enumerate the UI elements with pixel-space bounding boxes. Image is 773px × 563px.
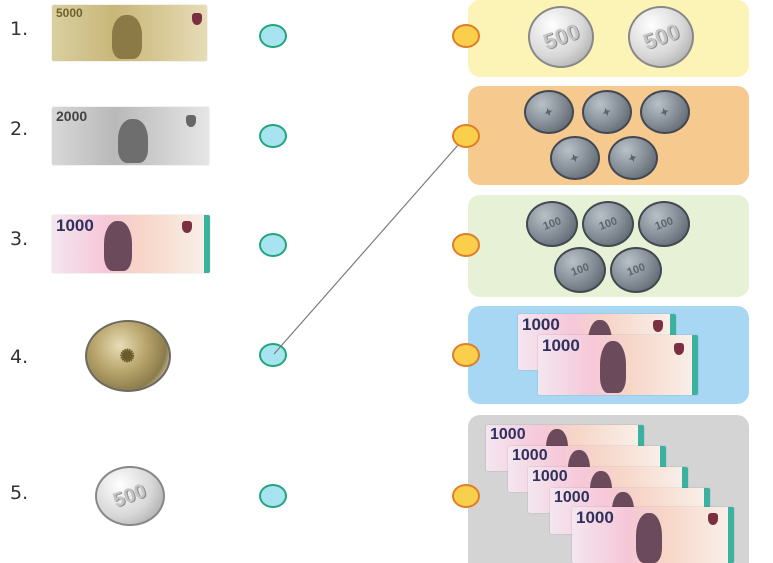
right-dot-4[interactable]	[452, 343, 480, 367]
answer-panel-5: 1000 1000 1000 1000 1000	[468, 415, 749, 563]
bird-icon: ✦	[658, 105, 672, 120]
banknote-1000: 1000	[52, 215, 210, 273]
coin-value: 500	[639, 18, 683, 55]
row-number-5: 5.	[10, 482, 29, 504]
left-dot-5[interactable]	[259, 484, 287, 508]
palm-tree-icon: ✺	[117, 343, 139, 368]
banknote-denomination: 1000	[512, 447, 548, 464]
bird-icon: ✦	[568, 151, 582, 166]
left-dot-2[interactable]	[259, 124, 287, 148]
answer-panel-1: 500 500	[468, 0, 749, 77]
answer-panel-2: ✦ ✦ ✦ ✦ ✦	[468, 86, 749, 185]
left-dot-1[interactable]	[259, 24, 287, 48]
bird-icon: ✦	[542, 105, 556, 120]
row-number-1: 1.	[10, 18, 29, 40]
garuda-emblem-icon	[708, 513, 718, 525]
banknote-denomination: 1000	[542, 336, 580, 355]
row-number-3: 3.	[10, 228, 29, 250]
coin-1000: ✺	[85, 320, 171, 392]
banknote-denomination: 2000	[56, 108, 88, 124]
portrait-image	[600, 341, 626, 393]
connector-line	[273, 135, 467, 355]
coin-bird: ✦	[550, 136, 600, 180]
portrait-image	[104, 221, 132, 271]
garuda-emblem-icon	[653, 320, 663, 332]
left-dot-3[interactable]	[259, 233, 287, 257]
coin-bird: ✦	[608, 136, 658, 180]
row-number-2: 2.	[10, 118, 29, 140]
coin-value: 100	[569, 261, 591, 279]
portrait-image	[118, 119, 148, 163]
coin-bird: ✦	[640, 90, 690, 134]
banknote-denomination: 5000	[56, 6, 83, 20]
right-dot-1[interactable]	[452, 24, 480, 48]
garuda-emblem-icon	[182, 221, 192, 233]
banknote-denomination: 1000	[490, 426, 526, 443]
portrait-image	[112, 15, 142, 59]
coin-500: 500	[95, 466, 165, 526]
answer-panel-3: 100 100 100 100 100	[468, 195, 749, 297]
coin-100: 100	[638, 201, 690, 247]
bird-icon: ✦	[600, 105, 614, 120]
coin-500: 500	[628, 6, 694, 68]
coin-bird: ✦	[582, 90, 632, 134]
coin-500: 500	[528, 6, 594, 68]
portrait-image	[636, 513, 662, 563]
coin-value: 100	[625, 261, 647, 279]
garuda-emblem-icon	[192, 13, 202, 25]
garuda-emblem-icon	[186, 115, 196, 127]
banknote-denomination: 1000	[576, 508, 614, 527]
banknote-denomination: 1000	[532, 468, 568, 485]
left-dot-4[interactable]	[259, 343, 287, 367]
coin-value: 500	[110, 479, 150, 512]
banknote-denomination: 1000	[56, 216, 94, 235]
coin-bird: ✦	[524, 90, 574, 134]
coin-100: 100	[582, 201, 634, 247]
right-dot-5[interactable]	[452, 484, 480, 508]
bird-icon: ✦	[626, 151, 640, 166]
coin-value: 500	[539, 18, 583, 55]
banknote-1000: 1000	[538, 335, 698, 395]
coin-value: 100	[597, 215, 619, 233]
answer-panel-4: 1000 1000	[468, 306, 749, 404]
banknote-1000: 1000	[572, 507, 734, 563]
banknote-5000: 5000	[52, 5, 207, 61]
banknote-2000: 2000	[52, 107, 209, 165]
right-dot-3[interactable]	[452, 233, 480, 257]
row-number-4: 4.	[10, 346, 29, 368]
garuda-emblem-icon	[674, 343, 684, 355]
coin-100: 100	[554, 247, 606, 293]
coin-100: 100	[526, 201, 578, 247]
coin-value: 100	[653, 215, 675, 233]
coin-100: 100	[610, 247, 662, 293]
banknote-denomination: 1000	[554, 489, 590, 506]
coin-value: 100	[541, 215, 563, 233]
banknote-denomination: 1000	[522, 315, 560, 334]
right-dot-2[interactable]	[452, 124, 480, 148]
